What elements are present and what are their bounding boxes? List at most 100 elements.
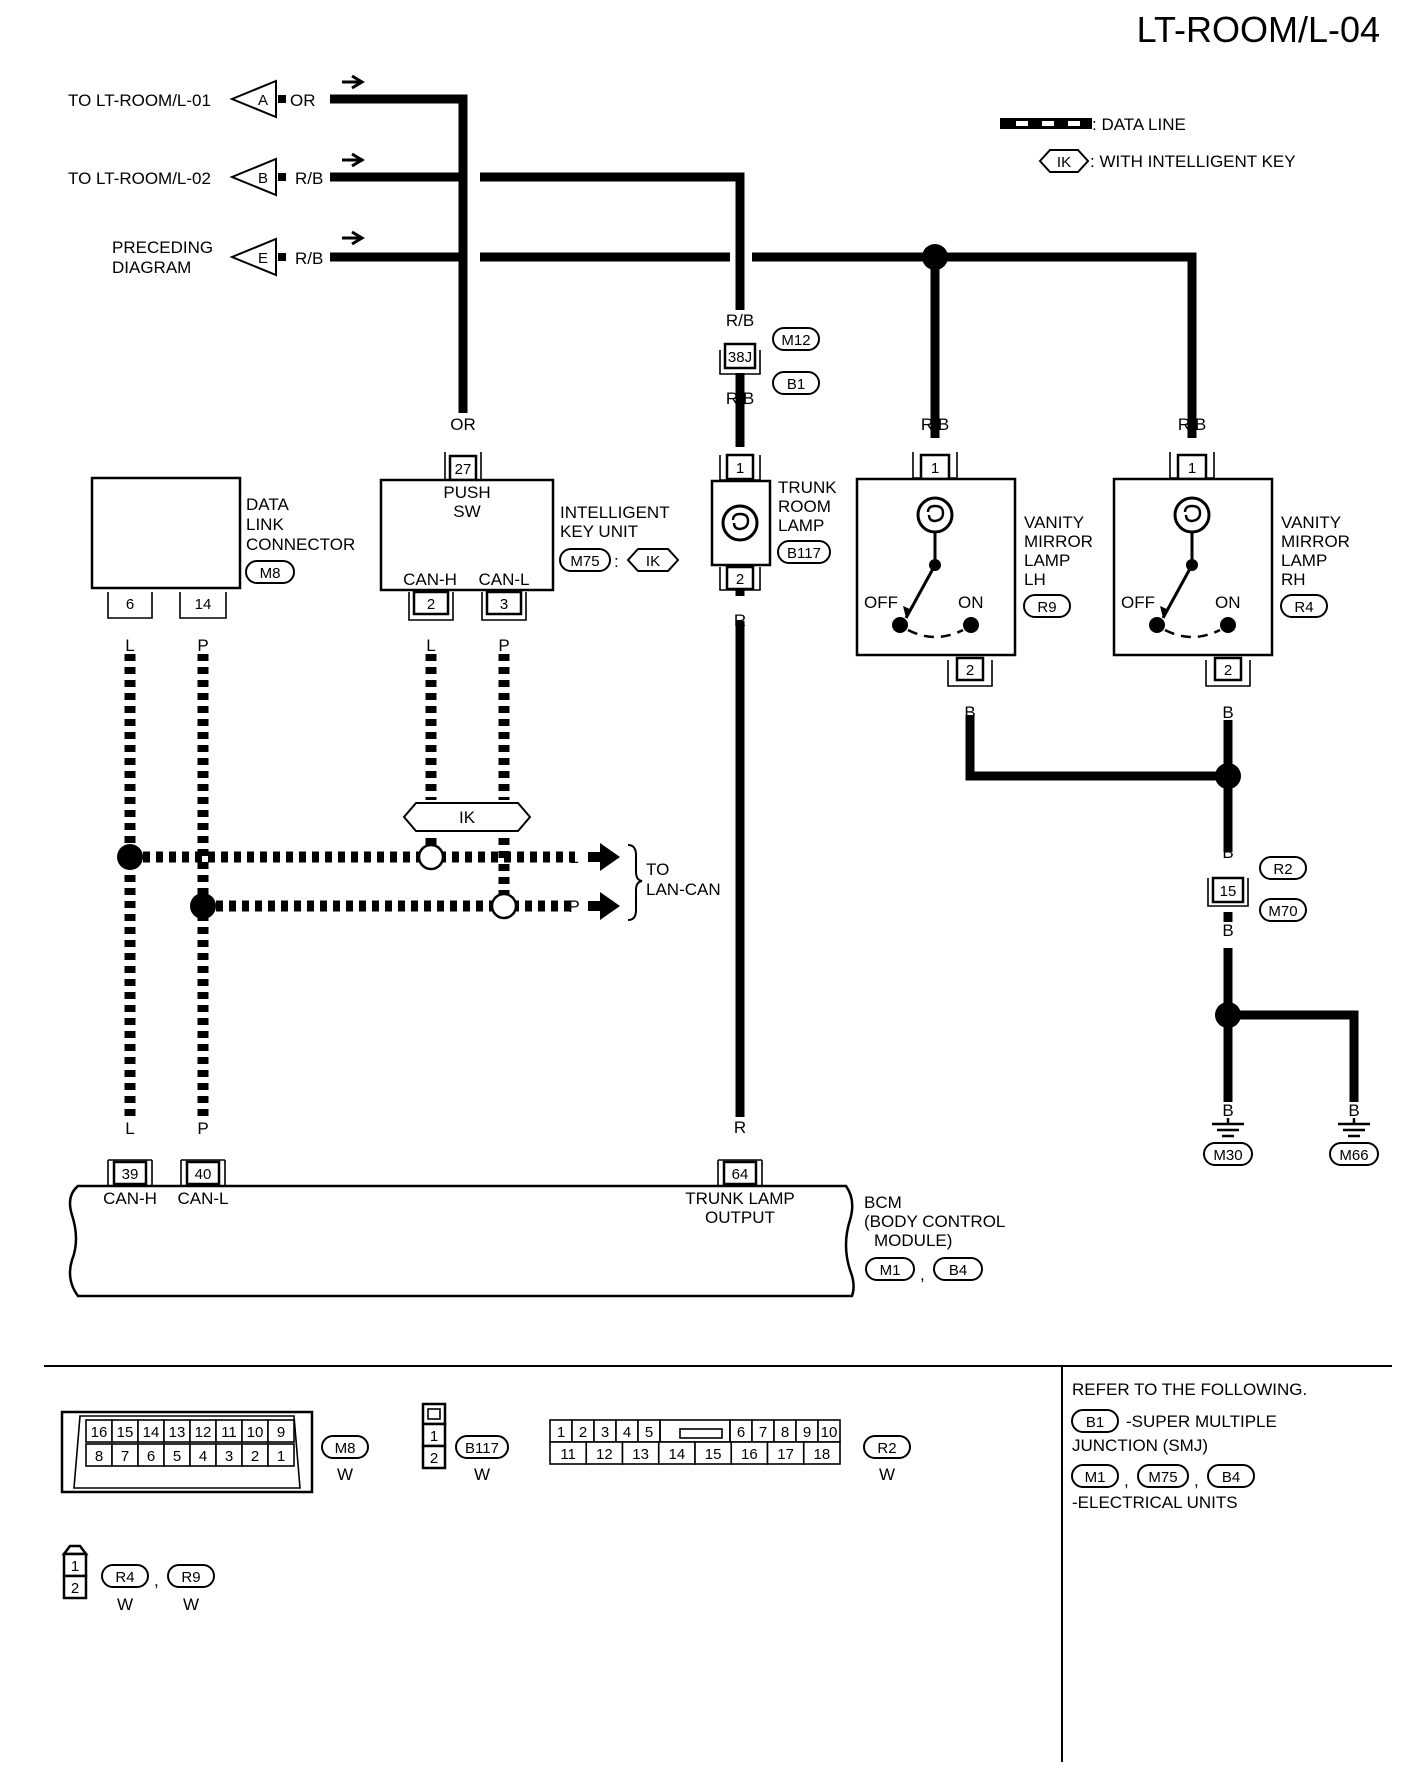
lamp-icon [721, 504, 759, 542]
r2-bottom-pin: 12 [596, 1446, 613, 1463]
refer-eu: -ELECTRICAL UNITS [1072, 1493, 1238, 1512]
ik-legend-tag [1038, 149, 1090, 173]
lan-arrow-p-icon [588, 892, 620, 920]
iku-pin-top: 27 [455, 461, 472, 478]
input-b-wire-color: R/B [295, 169, 323, 188]
input-e: PRECEDING DIAGRAM E R/B [112, 230, 365, 277]
dlc-conn: M8 [260, 565, 281, 582]
m8-bottom-pin: 2 [251, 1448, 259, 1465]
input-e-letter: E [258, 250, 268, 267]
r2-bottom-pin: 18 [814, 1446, 831, 1463]
input-a-wire-color: OR [290, 91, 316, 110]
r2-top-pin: 9 [803, 1424, 811, 1441]
ik-legend-tag-text: IK [1057, 154, 1071, 171]
m8-top-pin: 14 [143, 1424, 160, 1441]
vanity-rh-off: OFF [1121, 593, 1155, 612]
r9-view-color: W [183, 1595, 199, 1614]
data-line-legend-label: : DATA LINE [1092, 115, 1186, 134]
refer-smj-1: -SUPER MULTIPLE [1126, 1412, 1277, 1431]
wire-label-b-4: B [1222, 921, 1233, 940]
connector-view-b117: 1 2 B117 W [421, 1402, 509, 1484]
ground-icon [1212, 1118, 1244, 1138]
bcm-conn-2: B4 [949, 1262, 967, 1279]
splice-ground-2 [1215, 1002, 1241, 1028]
wire-label-rb-rh: R/B [1178, 415, 1206, 434]
arrow-tag-a-icon [229, 79, 277, 119]
input-a-label: TO LT-ROOM/L-01 [68, 91, 211, 110]
r2-top-pin: 2 [579, 1424, 587, 1441]
b117-view-id: B117 [465, 1440, 499, 1457]
vanity-rh-conn: R4 [1294, 599, 1313, 616]
can-label-l-1: L [125, 636, 134, 655]
bcm-pin-trunk: 64 [732, 1166, 749, 1183]
can-label-l-3: L [125, 1119, 134, 1138]
wire-label-r-2: R [734, 1118, 746, 1137]
input-a-letter: A [258, 92, 268, 109]
vanity-lh-label-3: LAMP [1024, 551, 1070, 570]
ground-junction-conn-top: R2 [1273, 861, 1292, 878]
m8-bottom-pin: 1 [277, 1448, 285, 1465]
vanity-lh-label-4: LH [1024, 570, 1046, 589]
ground-m66-label: M66 [1339, 1147, 1368, 1164]
iku-label-2: KEY UNIT [560, 522, 638, 541]
dlc-label-1: DATA [246, 495, 289, 514]
lan-p-label: P [568, 897, 579, 916]
input-e-label-1: PRECEDING [112, 238, 213, 257]
r2-top-pin: 4 [623, 1424, 631, 1441]
refer-eu-sep-1: , [1124, 1471, 1129, 1490]
wire-label-b-rh: B [1222, 703, 1233, 722]
dlc-label-2: LINK [246, 515, 284, 534]
refer-smj-2: JUNCTION (SMJ) [1072, 1436, 1208, 1455]
trunk-pin-2: 2 [736, 571, 744, 588]
refer-smj-conn: B1 [1086, 1414, 1104, 1431]
can-label-l-2: L [426, 636, 435, 655]
trunk-pin-1: 1 [736, 460, 744, 477]
iku-inner-2: SW [453, 502, 480, 521]
trunk-conn: B117 [787, 545, 821, 562]
r2-top-pin: 8 [781, 1424, 789, 1441]
wire-label-b-6: B [1348, 1101, 1359, 1120]
lan-ik-tag-text: IK [459, 808, 476, 827]
wire-label-rb-1: R/B [726, 311, 754, 330]
m8-bottom-pin: 8 [95, 1448, 103, 1465]
b117-pin-1: 1 [430, 1428, 438, 1445]
ground-m30: M30 [1203, 1118, 1253, 1166]
vanity-lh-label-2: MIRROR [1024, 532, 1093, 551]
m8-bottom-pin: 3 [225, 1448, 233, 1465]
vanity-mirror-lamp-rh: 1 OFF ON 2 VANITY MIRROR LAMP RH R4 [1112, 452, 1350, 687]
can-label-p-3: P [197, 1119, 208, 1138]
vanity-lh-label-1: VANITY [1024, 513, 1084, 532]
wire-label-b-lh: B [964, 703, 975, 722]
r2-view-color: W [879, 1465, 895, 1484]
splice-ground-1 [1215, 763, 1241, 789]
input-e-label-2: DIAGRAM [112, 258, 191, 277]
vanity-mirror-lamp-lh: 1 OFF ON 2 VANITY MIRROR LAMP LH R9 [855, 452, 1093, 687]
trunk-label-1: TRUNK [778, 478, 837, 497]
r2-bottom-pin: 14 [669, 1446, 686, 1463]
r2-top-pin: 1 [557, 1424, 565, 1441]
wire-label-b-5: B [1222, 1101, 1233, 1120]
refer-heading: REFER TO THE FOLLOWING. [1072, 1380, 1307, 1399]
iku-label-1: INTELLIGENT [560, 503, 670, 522]
bcm-conn-1: M1 [880, 1262, 901, 1279]
lamp-icon [1173, 496, 1211, 534]
r4r9-sep: , [154, 1571, 159, 1590]
can-label-p-1: P [197, 636, 208, 655]
r2-top-pin: 6 [737, 1424, 745, 1441]
m8-top-cell [267, 1419, 295, 1443]
bcm-pin-canh: 39 [122, 1166, 139, 1183]
r4-view-color: W [117, 1595, 133, 1614]
iku-pin-canl: 3 [500, 596, 508, 613]
page-title: LT-ROOM/L-04 [1137, 9, 1380, 50]
can-splice-l [117, 844, 143, 870]
r2-bottom-pin: 17 [777, 1446, 794, 1463]
b117-view-color: W [474, 1465, 490, 1484]
vanity-lh-pin-2: 2 [966, 662, 974, 679]
wire-label-b-3: B [1222, 843, 1233, 862]
lan-to-label-1: TO [646, 860, 669, 879]
vanity-rh-label-4: RH [1281, 570, 1306, 589]
refer-eu-conn-3: B4 [1222, 1469, 1240, 1486]
lan-to-label-2: LAN-CAN [646, 880, 721, 899]
lan-l-label: L [569, 848, 578, 867]
direction-arrow-e-icon [342, 230, 365, 246]
